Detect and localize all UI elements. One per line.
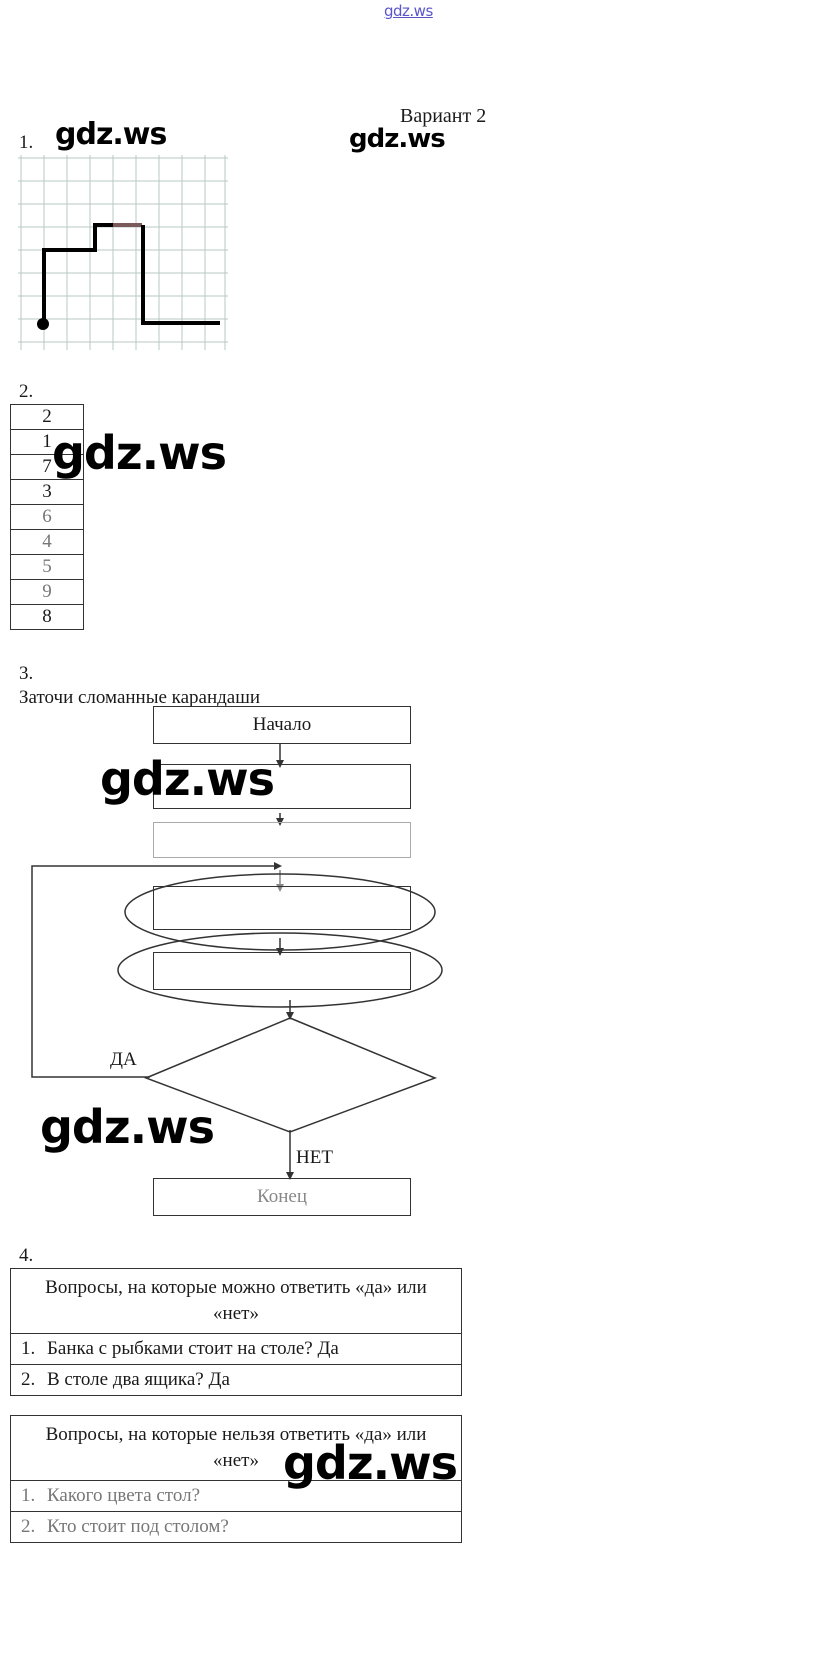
sequence-cell: 6	[10, 504, 84, 530]
task3-number: 3.	[19, 663, 34, 684]
arrowhead	[286, 1172, 294, 1180]
flow-end-box: Конец	[153, 1178, 411, 1216]
table-header: Вопросы, на которые можно ответить «да» …	[10, 1268, 462, 1334]
open-questions-table: Вопросы, на которые нельзя ответить «да»…	[10, 1415, 462, 1543]
sequence-cell: 1	[10, 429, 84, 455]
robot-path	[42, 223, 113, 325]
arrowhead	[286, 1012, 294, 1020]
watermark: gdz.ws	[100, 752, 275, 806]
grid-lines	[18, 155, 228, 350]
sequence-table: 2 1 7 3 6 4 5 9 8	[10, 404, 84, 630]
table-row: 2.В столе два ящика? Да	[10, 1364, 462, 1396]
watermark: gdz.ws	[349, 124, 446, 154]
sequence-cell: 2	[10, 404, 84, 430]
sequence-cell: 5	[10, 554, 84, 580]
table-row: 1.Какого цвета стол?	[10, 1480, 462, 1512]
variant-title: Вариант 2	[400, 105, 487, 127]
ellipse-marker	[117, 932, 443, 1008]
task1-number: 1.	[19, 132, 34, 153]
task4-number: 4.	[19, 1245, 34, 1266]
site-header-link[interactable]: gdz.ws	[384, 2, 433, 20]
sequence-cell: 8	[10, 604, 84, 630]
flow-step-box	[153, 952, 411, 990]
task1-grid-drawing	[18, 155, 228, 350]
watermark: gdz.ws	[52, 426, 227, 480]
table-row: 1.Банка с рыбками стоит на столе? Да	[10, 1333, 462, 1365]
watermark: gdz.ws	[55, 117, 167, 152]
table-header: Вопросы, на которые нельзя ответить «да»…	[10, 1415, 462, 1481]
sequence-cell: 7	[10, 454, 84, 480]
watermark: gdz.ws	[283, 1436, 458, 1490]
sequence-cell: 9	[10, 579, 84, 605]
flow-step-box	[153, 886, 411, 930]
yes-label: ДА	[110, 1049, 137, 1070]
task3-title: Заточи сломанные карандаши	[19, 687, 261, 708]
sequence-cell: 3	[10, 479, 84, 505]
start-dot	[37, 318, 49, 330]
decision-diamond	[143, 1017, 438, 1133]
loop-line	[31, 865, 280, 1078]
flow-start-box: Начало	[153, 706, 411, 744]
flowchart	[31, 744, 443, 1180]
robot-path-end	[141, 225, 220, 325]
watermark: gdz.ws	[40, 1100, 215, 1154]
table-row: 2.Кто стоит под столом?	[10, 1511, 462, 1543]
task2-number: 2.	[19, 381, 34, 402]
sequence-cell: 4	[10, 529, 84, 555]
no-label: НЕТ	[296, 1147, 333, 1168]
arrowhead	[274, 862, 282, 870]
flow-step-box	[153, 822, 411, 858]
flow-step-box	[153, 764, 411, 809]
yes-no-questions-table: Вопросы, на которые можно ответить «да» …	[10, 1268, 462, 1396]
